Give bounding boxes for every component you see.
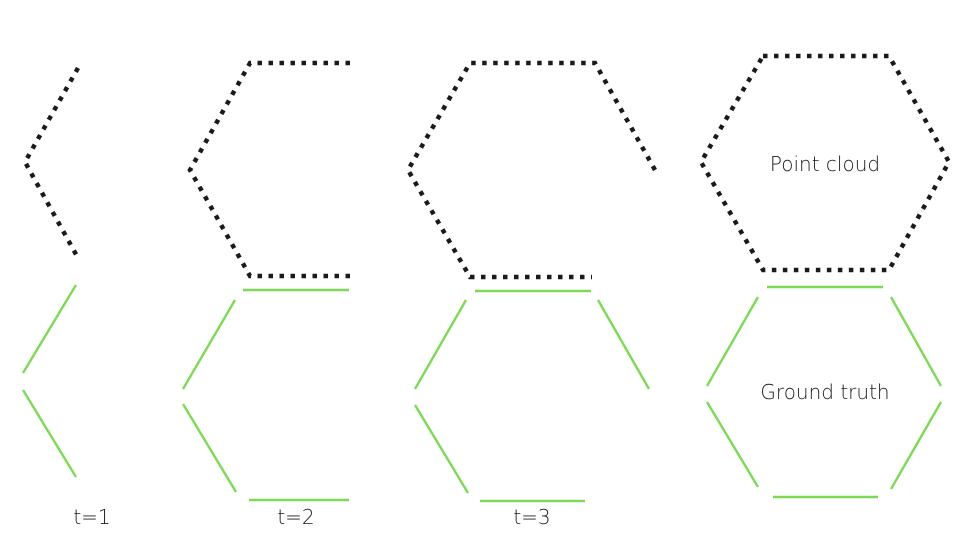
stage-t2: t=2 [181,60,350,529]
frame-label: t=1 [73,505,110,529]
stage-complete: Point cloud Ground truth [698,53,952,499]
frame-label: t=2 [277,505,314,529]
point-cloud-partial [405,60,657,280]
frame-label: t=3 [513,505,550,529]
ground-truth-partial [413,299,468,390]
ground-truth-partial [21,284,78,374]
point-cloud-partial [22,66,80,260]
point-cloud-label: Point cloud [770,152,880,176]
ground-truth-edge [889,401,943,490]
ground-truth-partial [181,403,238,493]
stage-t1: t=1 [21,66,111,529]
ground-truth-partial [413,404,470,494]
ground-truth-label: Ground truth [760,380,889,404]
ground-truth-edge [705,401,760,488]
ground-truth-partial [596,299,651,390]
ground-truth-partial [181,299,237,390]
ground-truth-edge [705,296,760,387]
ground-truth-edge [889,296,943,387]
stage-t3: t=3 [405,60,657,529]
point-cloud-partial [187,60,350,279]
ground-truth-partial [21,389,78,478]
